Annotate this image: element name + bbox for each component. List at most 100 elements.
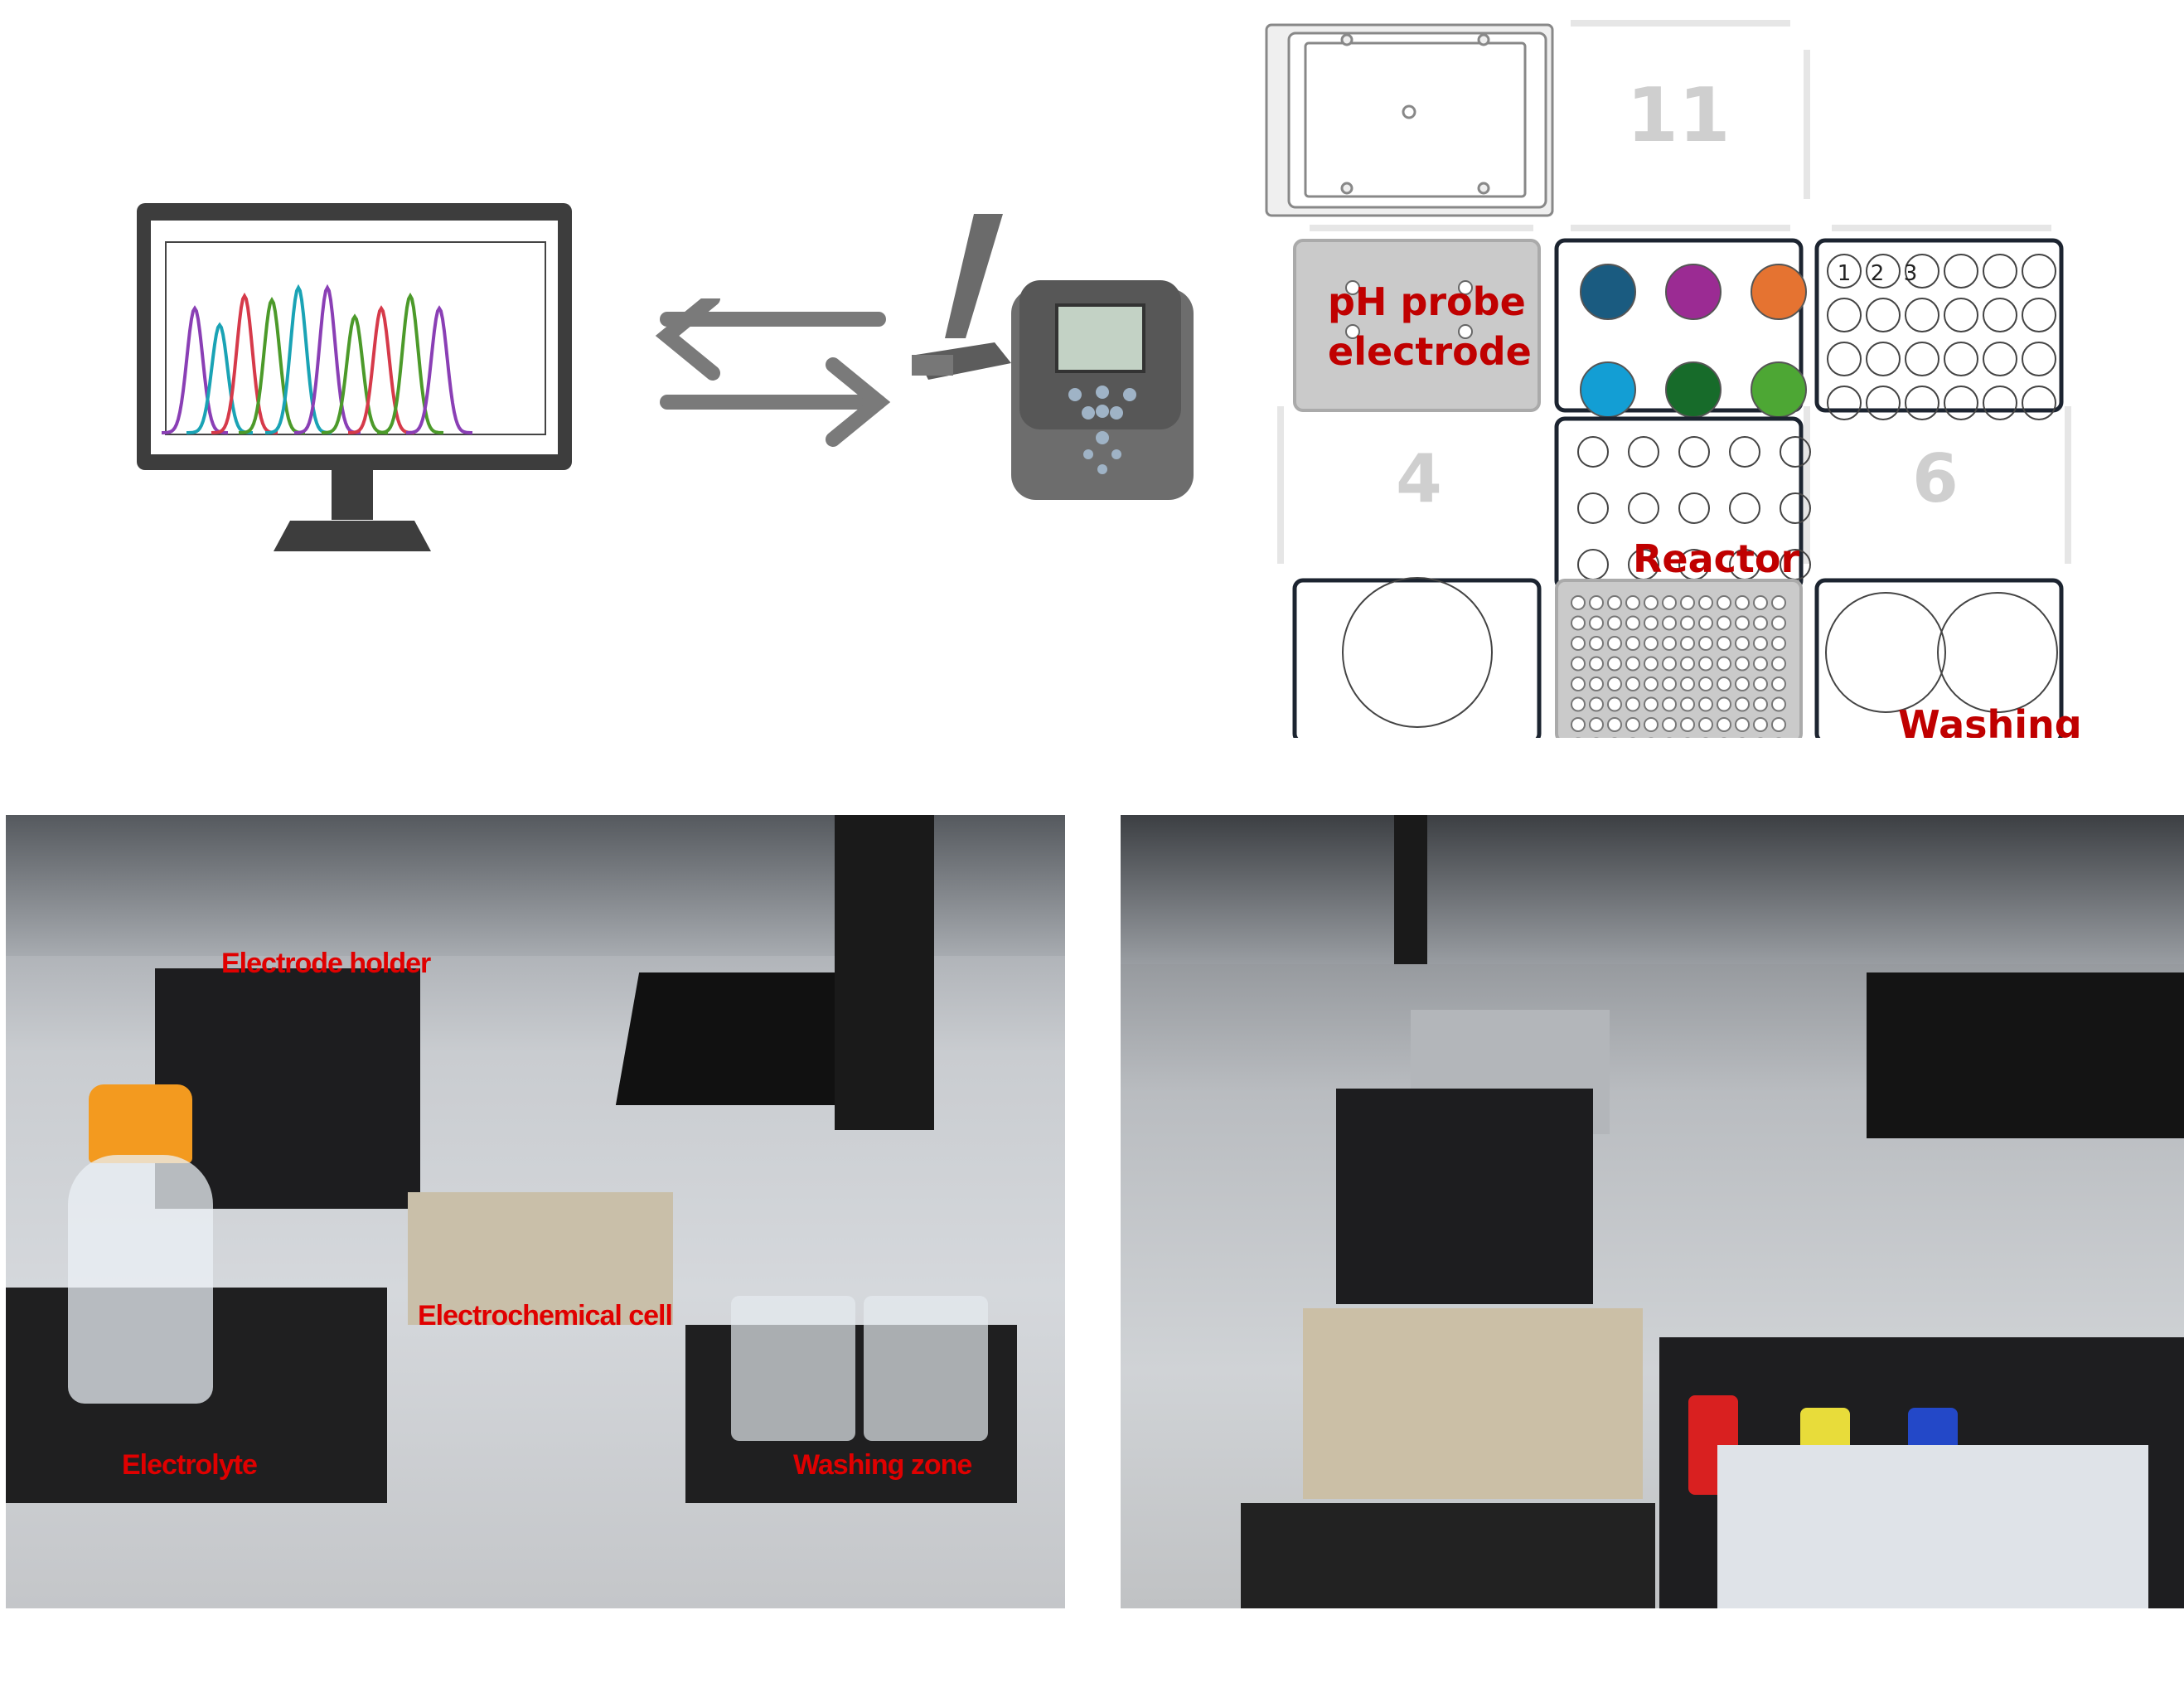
well	[1571, 677, 1586, 691]
well-number-3: 3	[1904, 261, 1918, 286]
well	[1625, 696, 1640, 712]
chromatogram-peak	[322, 313, 388, 434]
single-reservoir-slot	[1292, 577, 1542, 738]
electrode-holder-label: Electrode holder	[221, 948, 431, 979]
well	[1735, 656, 1750, 672]
well	[1662, 595, 1677, 610]
reactor-well	[1678, 492, 1710, 524]
well	[1944, 342, 1978, 376]
well	[1571, 696, 1586, 712]
well	[1827, 386, 1862, 420]
electrode-holder	[1336, 1089, 1593, 1304]
reactor-well	[1577, 492, 1609, 524]
reactor-slot: Reactor	[1554, 416, 1811, 591]
well	[1983, 342, 2017, 376]
well	[1735, 677, 1750, 691]
well	[1717, 636, 1731, 651]
well	[1644, 677, 1659, 691]
reactor-well	[1729, 492, 1760, 524]
well	[1905, 386, 1939, 420]
well	[1571, 595, 1586, 610]
reactor-well	[1577, 436, 1609, 468]
colored-reservoir-plate	[1554, 238, 1807, 418]
well	[1735, 717, 1750, 732]
well	[1753, 595, 1768, 610]
well	[1717, 595, 1731, 610]
pipette-tip	[1394, 815, 1427, 964]
well	[1717, 677, 1731, 691]
ph-probe-electrode-slot: pH probe electrode	[1293, 239, 1541, 412]
ph-meter-icon	[912, 214, 1194, 500]
well	[1698, 656, 1713, 672]
reactor-well	[1628, 492, 1659, 524]
well	[1698, 636, 1713, 651]
holder	[1241, 1503, 1655, 1608]
well	[1983, 254, 2017, 289]
well	[1662, 636, 1677, 651]
well	[1717, 656, 1731, 672]
well	[1753, 696, 1768, 712]
washing-tray	[1867, 972, 2184, 1138]
slot-number-6: 6	[1912, 440, 1959, 517]
well	[1607, 615, 1622, 631]
well	[1944, 386, 1978, 420]
well	[1589, 696, 1604, 712]
washing-zone-label: Washing zone	[793, 1449, 972, 1481]
well	[1771, 717, 1786, 732]
bidirectional-arrows-icon	[655, 298, 891, 447]
well	[1571, 656, 1586, 672]
well	[1589, 656, 1604, 672]
well	[1753, 717, 1768, 732]
pipette-arm	[835, 815, 934, 1130]
chromatogram-peak	[348, 305, 414, 434]
washing-slot: Washing	[1814, 578, 2080, 738]
well	[1571, 615, 1586, 631]
well	[1983, 298, 2017, 332]
well	[1680, 636, 1695, 651]
well	[1625, 717, 1640, 732]
well	[1589, 615, 1604, 631]
well	[1905, 298, 1939, 332]
well	[1944, 298, 1978, 332]
well	[1753, 677, 1768, 691]
well	[1589, 677, 1604, 691]
electrode-holder	[155, 968, 420, 1209]
well	[1905, 342, 1939, 376]
well	[1625, 677, 1640, 691]
well	[1698, 615, 1713, 631]
well	[1625, 656, 1640, 672]
computer-monitor-icon	[137, 203, 572, 551]
reactor-well	[1780, 492, 1811, 524]
well	[1735, 696, 1750, 712]
photo-electrochemical-setup: Electrode holder Electrochemical cell El…	[6, 815, 1065, 1608]
well	[1698, 696, 1713, 712]
well	[1680, 677, 1695, 691]
well	[1680, 595, 1695, 610]
electrode-label: electrode	[1328, 329, 1532, 374]
well	[1680, 615, 1695, 631]
well	[1827, 298, 1862, 332]
reactor-well	[1729, 436, 1760, 468]
96-well-plate	[1555, 579, 1803, 738]
well	[1753, 656, 1768, 672]
well	[1735, 615, 1750, 631]
well	[1607, 677, 1622, 691]
well	[1717, 696, 1731, 712]
well-number-2: 2	[1871, 261, 1885, 286]
well	[1644, 595, 1659, 610]
well	[1771, 636, 1786, 651]
well	[1589, 636, 1604, 651]
slot-number-4: 4	[1396, 440, 1442, 517]
well	[1753, 636, 1768, 651]
well	[1717, 615, 1731, 631]
chromatogram-peak	[264, 284, 332, 434]
well	[1735, 595, 1750, 610]
bottle-cap	[89, 1084, 192, 1163]
chromatogram-peak	[406, 305, 472, 434]
well	[1866, 254, 1901, 289]
tip-rack	[1717, 1445, 2148, 1608]
chromatogram-peak	[162, 305, 228, 434]
well	[1771, 696, 1786, 712]
well	[1717, 717, 1731, 732]
electrochemical-cell	[1303, 1308, 1643, 1499]
